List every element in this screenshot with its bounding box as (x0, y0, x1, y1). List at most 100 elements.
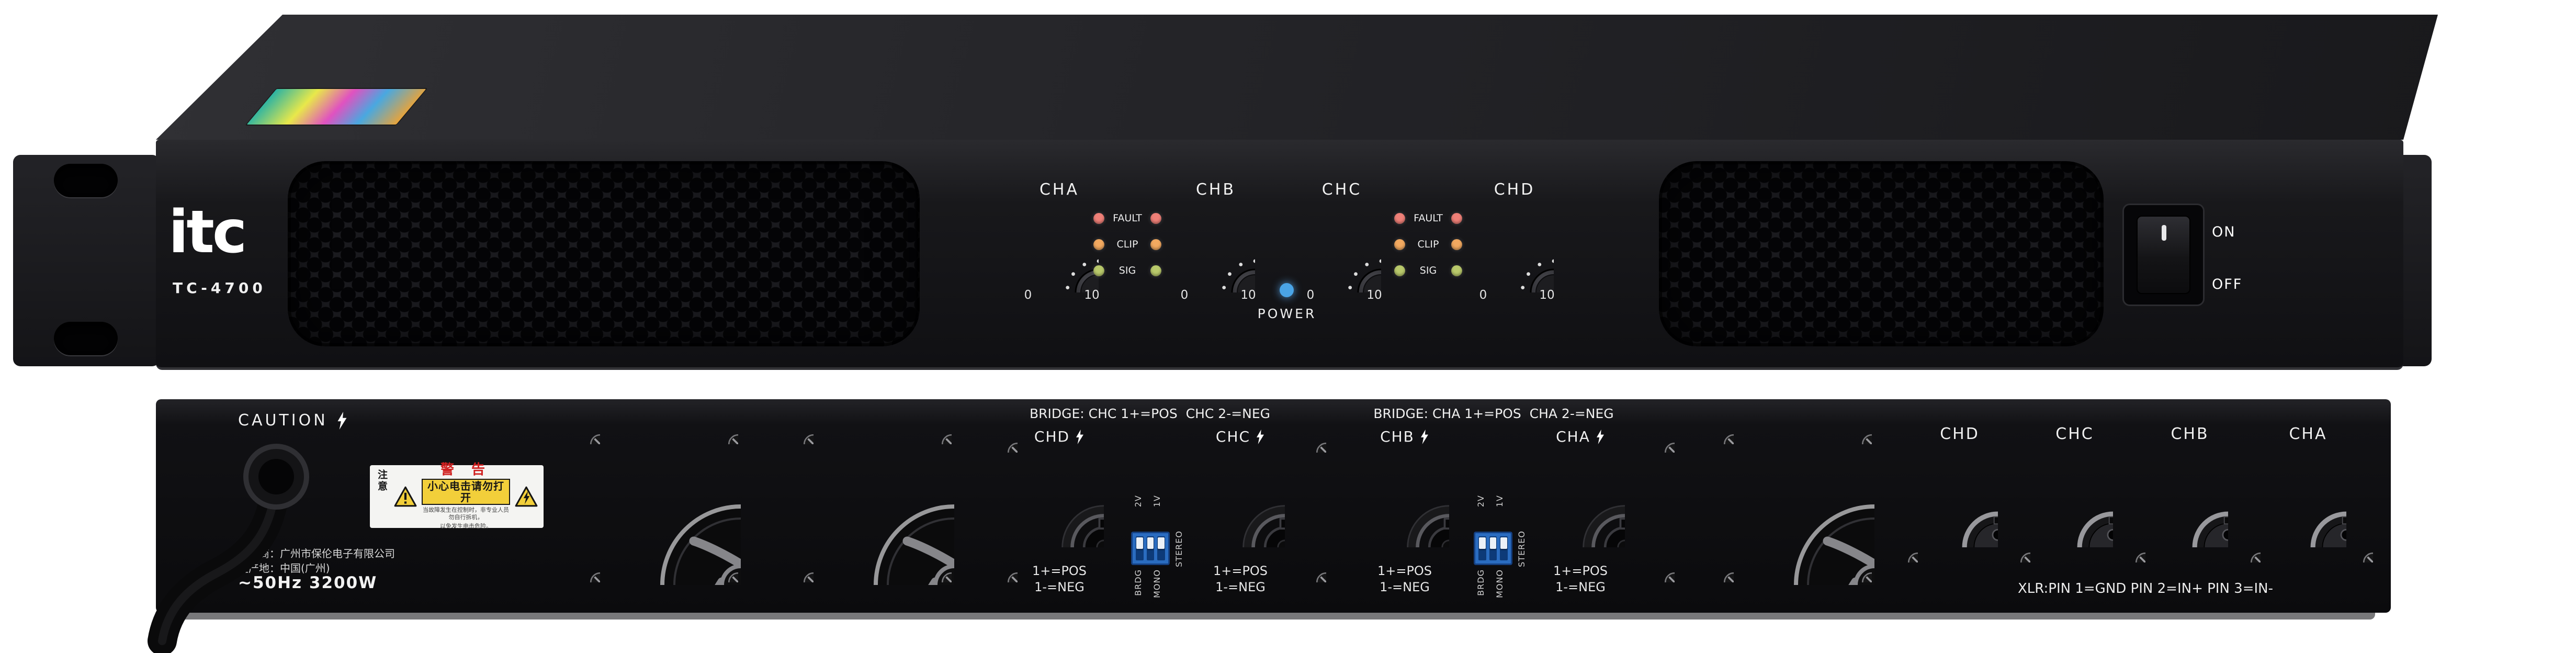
knob-scale-min: 0 (1479, 288, 1487, 302)
dip-label-brdg: BRDG (1476, 569, 1486, 596)
dip-slot (1157, 536, 1166, 560)
dip-label-stereo: STEREO (1174, 531, 1184, 567)
screw-icon (1651, 558, 1675, 582)
gain-knob-chc[interactable] (1303, 214, 1381, 292)
speaker-output-chc: CHC 1+=POS 1-=NEG (1196, 424, 1285, 602)
power-rocker[interactable] (2137, 216, 2190, 294)
lightning-bolt-icon (1596, 430, 1605, 444)
xlr-input-chc: CHC (2028, 425, 2122, 556)
screw-icon (1848, 558, 1872, 582)
channel-chc: CHC 0 10 (1284, 181, 1399, 306)
screw-icon (576, 558, 600, 582)
screw-icon (1302, 558, 1326, 582)
bridge-note-ab: BRIDGE: CHA 1+=POS CHA 2-=NEG (1373, 406, 1614, 421)
hologram-sticker (244, 88, 428, 126)
dip-toggle[interactable] (1136, 537, 1143, 549)
power-cord (148, 444, 309, 653)
warning-title: 警 告 (440, 462, 492, 478)
sig-indicator-row: SIG (1394, 264, 1462, 277)
channel-chd: CHD 0 10 (1457, 181, 1572, 306)
clip-led-left (1093, 239, 1104, 250)
mode-dip-switch-1[interactable] (1131, 532, 1170, 565)
dip-toggle[interactable] (1489, 537, 1497, 549)
clip-led-right (1451, 239, 1462, 250)
screw-icon (1651, 429, 1675, 453)
model-number: TC-4700 (173, 279, 266, 297)
clip-led-left (1394, 239, 1405, 250)
xlr-input-label: CHB (2171, 425, 2209, 443)
clip-indicator-row: CLIP (1394, 238, 1462, 251)
xlr-input-chd: CHD (1913, 425, 2007, 556)
mode-dip-switch-2[interactable] (1474, 532, 1512, 565)
warning-text-block: 警 告 小心电击请勿打开 当故障发生在控制时，非专业人员勿自行拆机， 以免发生电… (422, 463, 510, 530)
indicator-group-cd: FAULT CLIP SIG (1394, 212, 1462, 277)
dip-slot (1478, 536, 1486, 560)
dip-label-stereo: STEREO (1517, 531, 1527, 567)
screw-icon (993, 429, 1018, 453)
brand-logo: itc (168, 198, 247, 266)
dip-label-2v: 2V (1476, 495, 1486, 508)
speaker-output-label: CHC (1215, 428, 1251, 445)
channel-label-chc: CHC (1321, 181, 1362, 199)
vent-grille-left (288, 161, 920, 346)
xlr-input-cha: CHA (2261, 425, 2355, 556)
gain-knob-chb[interactable] (1177, 214, 1255, 292)
channel-label-cha: CHA (1039, 181, 1080, 199)
xlr-input-label: CHC (2055, 425, 2094, 443)
rack-ear-left (13, 155, 160, 366)
fault-indicator-row: FAULT (1394, 212, 1462, 224)
xlr-connector (2270, 471, 2346, 547)
warning-small-line2: 以免发生电击危险。 (440, 523, 492, 530)
speakon-connector (1360, 458, 1449, 547)
speaker-output-label: CHB (1380, 428, 1415, 445)
dip-toggle[interactable] (1158, 537, 1165, 549)
speakon-pin-pos: 1+=POS (1213, 564, 1268, 578)
speakon-pin-pos: 1+=POS (1377, 564, 1432, 578)
screw-icon (1302, 429, 1326, 453)
switch-off-label: OFF (2212, 276, 2243, 292)
sig-label: SIG (1419, 265, 1437, 276)
speakon-connector (1536, 458, 1625, 547)
clip-label: CLIP (1417, 239, 1439, 250)
dip-toggle[interactable] (1147, 537, 1154, 549)
bridge-note-cd: BRIDGE: CHC 1+=POS CHC 2-=NEG (1029, 406, 1271, 421)
xlr-connector (1922, 471, 1998, 547)
speakon-connector (1015, 458, 1104, 547)
knob-scale-max: 10 (1084, 288, 1100, 302)
speakon-pin-neg: 1-=NEG (1380, 580, 1430, 595)
screw-icon (1710, 558, 1734, 582)
screw-icon (789, 558, 814, 582)
speakon-pin-pos: 1+=POS (1032, 564, 1087, 578)
warning-message: 小心电击请勿打开 (422, 478, 510, 505)
dip-label-1v: 1V (1495, 495, 1505, 508)
switch-on-label: ON (2212, 224, 2236, 240)
warning-small-line1: 当故障发生在控制时，非专业人员勿自行拆机， (423, 506, 509, 521)
gain-knob-cha[interactable] (1020, 214, 1099, 292)
power-switch[interactable] (2122, 204, 2205, 306)
indicator-group-ab: FAULT CLIP SIG (1093, 212, 1161, 277)
caution-label: CAUTION (238, 411, 328, 430)
dip-slot (1136, 536, 1144, 560)
rocker-on-mark (2162, 225, 2166, 241)
dip-slot (1146, 536, 1155, 560)
xlr-input-chb: CHB (2143, 425, 2237, 556)
fault-led-left (1093, 212, 1104, 224)
fault-led-left (1394, 212, 1405, 224)
dip-label-2v: 2V (1133, 495, 1143, 508)
channel-label-chb: CHB (1195, 181, 1236, 199)
dip-label-mono: MONO (1152, 569, 1162, 598)
gain-knob-chd[interactable] (1475, 214, 1554, 292)
speaker-output-chd: CHD 1+=POS 1-=NEG (1015, 424, 1104, 602)
speaker-output-label: CHD (1034, 428, 1070, 445)
xlr-input-label: CHA (2289, 425, 2328, 443)
dip-toggle[interactable] (1479, 537, 1486, 549)
vent-grille-right (1659, 161, 2104, 346)
dip-toggle[interactable] (1500, 537, 1508, 549)
rack-mount-hole (54, 322, 118, 355)
sig-indicator-row: SIG (1093, 264, 1161, 277)
speakon-pin-neg: 1-=NEG (1034, 580, 1084, 595)
screw-icon (714, 420, 738, 444)
screw-icon (1710, 420, 1734, 444)
clip-label: CLIP (1116, 239, 1138, 250)
screw-icon (928, 420, 952, 444)
